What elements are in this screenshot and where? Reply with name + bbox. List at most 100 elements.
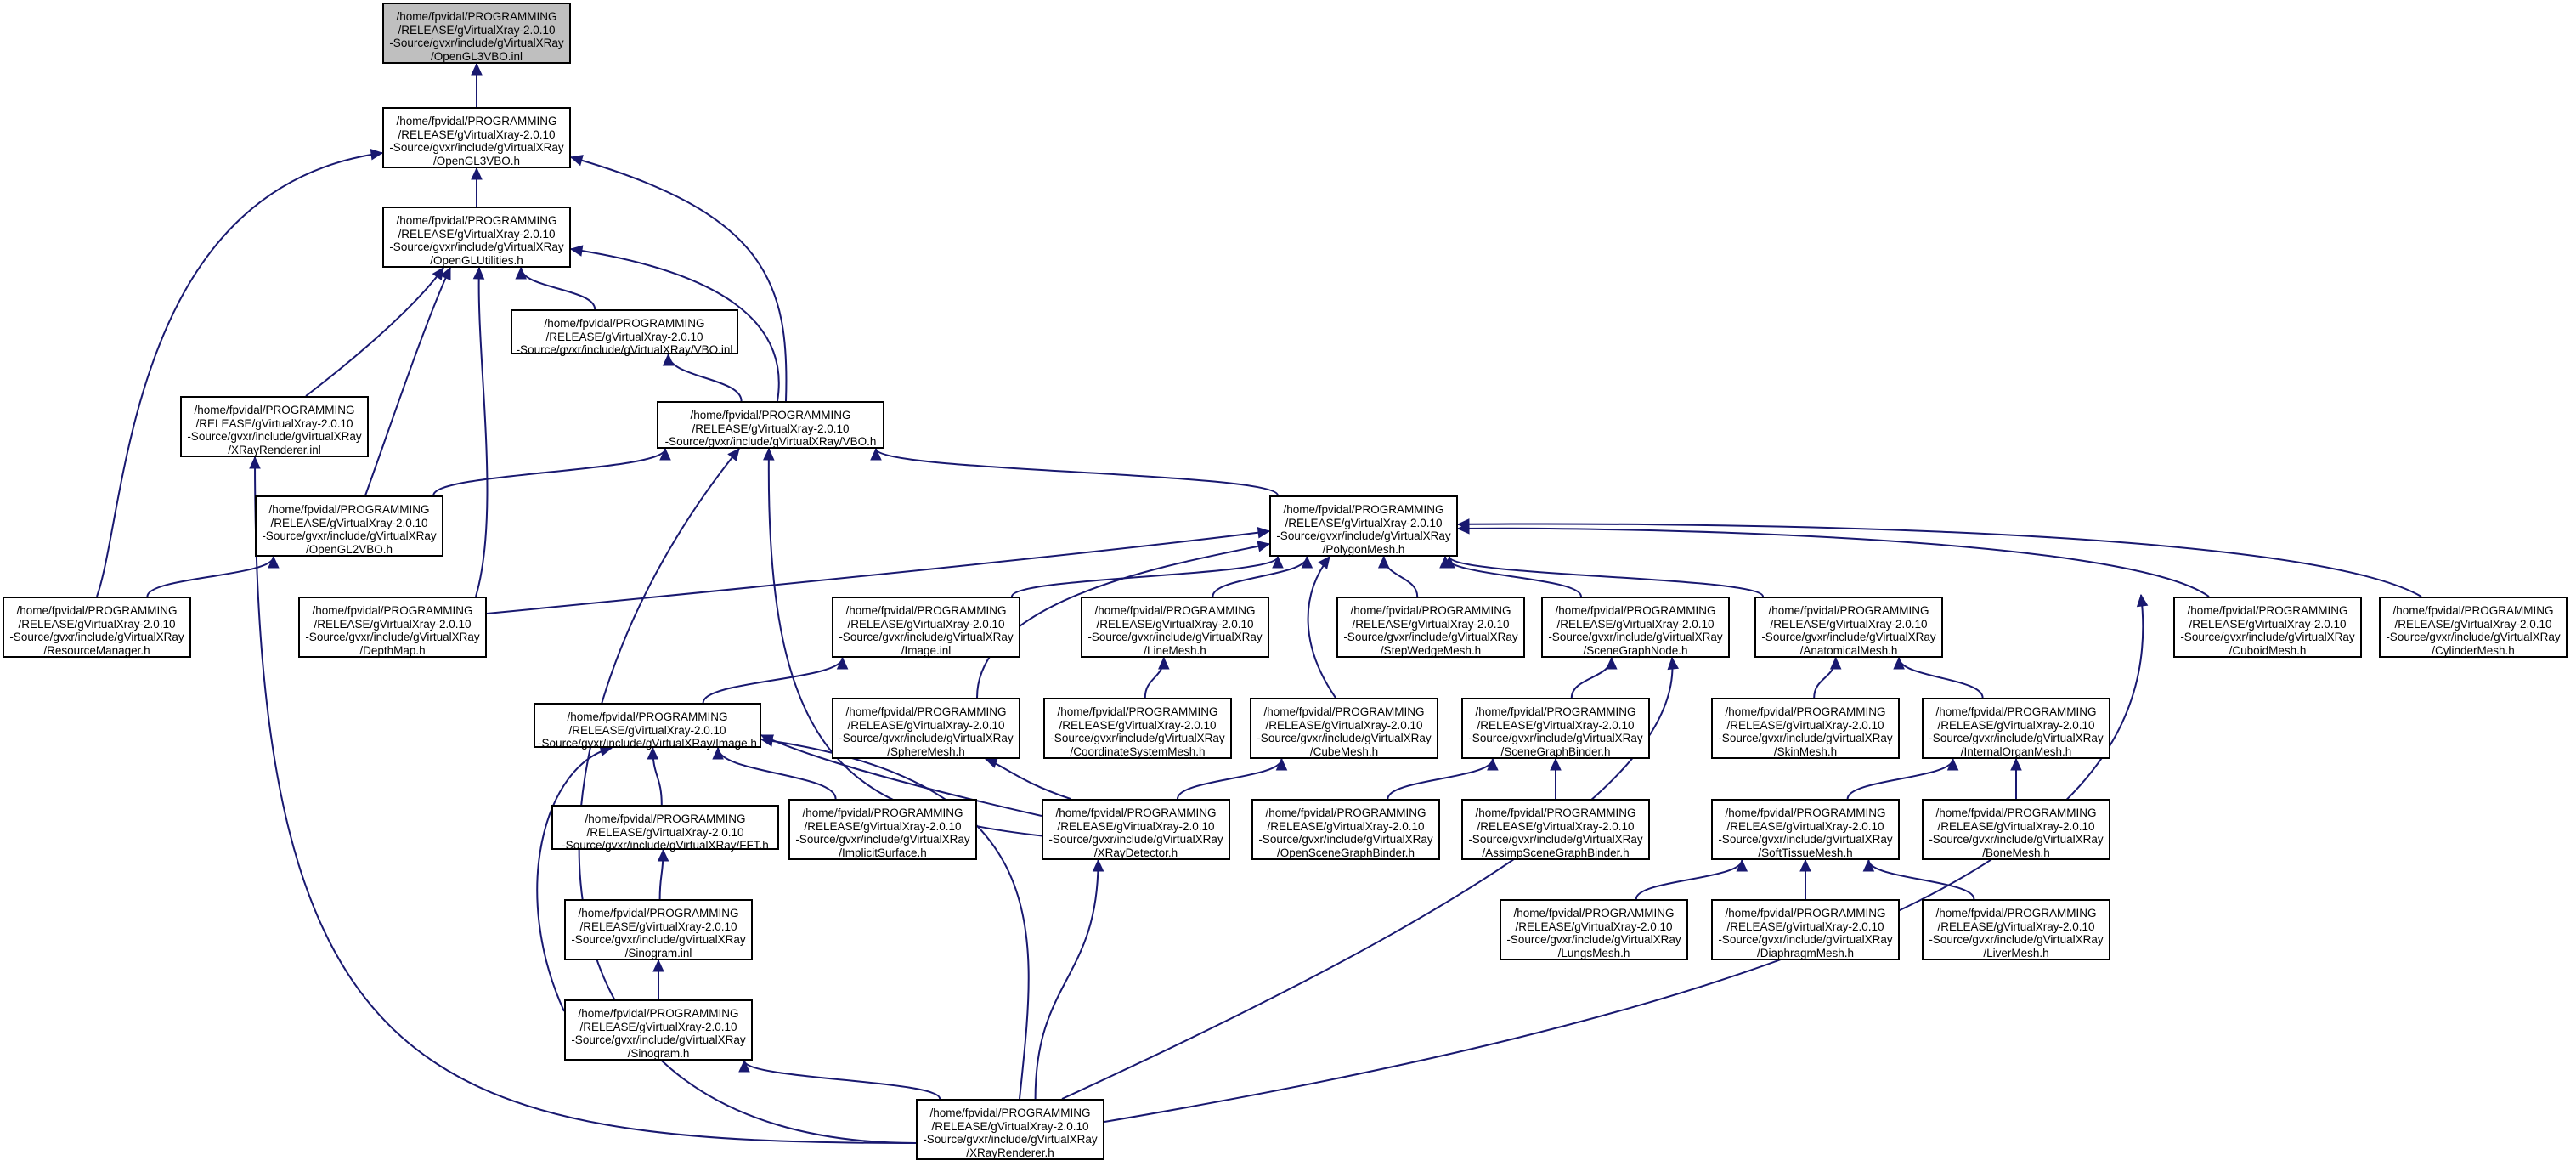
node-skinmesh-h[interactable]: /home/fpvidal/PROGRAMMING/RELEASE/gVirtu…	[1711, 698, 1900, 759]
node-implicitsurface-h[interactable]: /home/fpvidal/PROGRAMMING/RELEASE/gVirtu…	[788, 799, 977, 860]
edge-arrowhead	[440, 266, 451, 281]
node-stepwedgemesh-h[interactable]: /home/fpvidal/PROGRAMMING/RELEASE/gVirtu…	[1336, 597, 1525, 658]
node-linemesh-h[interactable]: /home/fpvidal/PROGRAMMING/RELEASE/gVirtu…	[1081, 597, 1269, 658]
node-opengl3vbo-h[interactable]: /home/fpvidal/PROGRAMMING/RELEASE/gVirtu…	[382, 107, 571, 168]
node-sinogram-h[interactable]: /home/fpvidal/PROGRAMMING/RELEASE/gVirtu…	[564, 999, 753, 1061]
edge-arrowhead	[662, 353, 675, 366]
node-bonemesh-h[interactable]: /home/fpvidal/PROGRAMMING/RELEASE/gVirtu…	[1922, 799, 2110, 860]
node-diaphragmmesh-h[interactable]: /home/fpvidal/PROGRAMMING/RELEASE/gVirtu…	[1711, 899, 1900, 960]
node-label-line: /SoftTissueMesh.h	[1758, 846, 1853, 859]
node-anatomicalmesh-h[interactable]: /home/fpvidal/PROGRAMMING/RELEASE/gVirtu…	[1754, 597, 1943, 658]
node-label-line: /home/fpvidal/PROGRAMMING	[396, 10, 557, 23]
edge-resourcemanager-h-to-opengl3vbo-h	[96, 152, 383, 597]
edge-xraydetector-h-to-image-h	[760, 734, 1042, 817]
node-image-h[interactable]: /home/fpvidal/PROGRAMMING/RELEASE/gVirtu…	[534, 703, 761, 750]
node-opengl3vbo-inl[interactable]: /home/fpvidal/PROGRAMMING/RELEASE/gVirtu…	[382, 3, 571, 64]
edge-arrowhead	[760, 735, 774, 747]
node-label-line: /home/fpvidal/PROGRAMMING	[2187, 604, 2348, 617]
node-label-line: -Source/gvxr/include/gVirtualXRay	[1468, 833, 1643, 846]
node-label-line: /RELEASE/gVirtualXray-2.0.10	[1726, 718, 1884, 732]
node-vbo-inl[interactable]: /home/fpvidal/PROGRAMMING/RELEASE/gVirtu…	[511, 309, 738, 356]
node-label-line: /RELEASE/gVirtualXray-2.0.10	[1726, 819, 1884, 833]
node-label-line: /OpenGL2VBO.h	[305, 542, 393, 556]
node-opengl2vbo-h[interactable]: /home/fpvidal/PROGRAMMING/RELEASE/gVirtu…	[255, 495, 443, 557]
node-cuboidmesh-h[interactable]: /home/fpvidal/PROGRAMMING/RELEASE/gVirtu…	[2173, 597, 2362, 658]
edge-xrayrenderer-h-to-image-h	[760, 739, 1030, 1100]
node-label-line: /home/fpvidal/PROGRAMMING	[16, 604, 178, 617]
node-depthmap-h[interactable]: /home/fpvidal/PROGRAMMING/RELEASE/gVirtu…	[298, 597, 487, 658]
node-sinogram-inl[interactable]: /home/fpvidal/PROGRAMMING/RELEASE/gVirtu…	[564, 899, 753, 960]
node-label-line: /home/fpvidal/PROGRAMMING	[268, 503, 430, 516]
node-xrayrenderer-inl[interactable]: /home/fpvidal/PROGRAMMING/RELEASE/gVirtu…	[180, 396, 369, 457]
node-label-line: /home/fpvidal/PROGRAMMING	[1350, 604, 1511, 617]
node-openglutilities-h[interactable]: /home/fpvidal/PROGRAMMING/RELEASE/gVirtu…	[382, 207, 571, 268]
edge-depthmap-h-to-polygonmesh-h	[486, 530, 1270, 614]
node-spheremesh-h[interactable]: /home/fpvidal/PROGRAMMING/RELEASE/gVirtu…	[832, 698, 1020, 759]
node-label-line: /RELEASE/gVirtualXray-2.0.10	[314, 617, 472, 631]
node-fft-h[interactable]: /home/fpvidal/PROGRAMMING/RELEASE/gVirtu…	[551, 805, 779, 852]
edge-arrowhead	[1799, 858, 1811, 872]
node-xrayrenderer-h[interactable]: /home/fpvidal/PROGRAMMING/RELEASE/gVirtu…	[916, 1099, 1104, 1160]
node-label-line: -Source/gvxr/include/gVirtualXRay	[1548, 631, 1723, 643]
node-label-line: /OpenGLUtilities.h	[430, 253, 523, 267]
edge-arrowhead	[471, 167, 483, 180]
node-label-line: /RELEASE/gVirtualXray-2.0.10	[195, 416, 353, 430]
node-internalorganmesh-h[interactable]: /home/fpvidal/PROGRAMMING/RELEASE/gVirtu…	[1922, 698, 2110, 759]
edge-image-h-to-image-inl	[702, 657, 844, 704]
node-scenegraphbinder-h[interactable]: /home/fpvidal/PROGRAMMING/RELEASE/gVirtu…	[1461, 698, 1650, 759]
node-label-line: -Source/gvxr/include/gVirtualXRay	[2180, 631, 2355, 643]
node-label-line: /RELEASE/gVirtualXray-2.0.10	[579, 1020, 737, 1033]
node-label-line: /RELEASE/gVirtualXray-2.0.10	[270, 516, 428, 529]
node-scenegraphnode-h[interactable]: /home/fpvidal/PROGRAMMING/RELEASE/gVirtu…	[1541, 597, 1730, 658]
edge-cuboidmesh-h-to-polygonmesh-h	[1457, 527, 2210, 597]
node-label-line: /RELEASE/gVirtualXray-2.0.10	[398, 23, 556, 37]
node-resourcemanager-h[interactable]: /home/fpvidal/PROGRAMMING/RELEASE/gVirtu…	[3, 597, 191, 658]
node-softtissuemesh-h[interactable]: /home/fpvidal/PROGRAMMING/RELEASE/gVirtu…	[1711, 799, 1900, 860]
node-label-line: -Source/gvxr/include/gVirtualXRay	[1929, 933, 2104, 946]
edge-arrowhead	[2010, 757, 2022, 771]
node-label-line: /home/fpvidal/PROGRAMMING	[1555, 604, 1716, 617]
node-label-line: /RELEASE/gVirtualXray-2.0.10	[1285, 516, 1443, 529]
node-label-line: /Image.inl	[901, 643, 952, 657]
node-label-line: /SkinMesh.h	[1773, 744, 1838, 758]
node-image-inl[interactable]: /home/fpvidal/PROGRAMMING/RELEASE/gVirtu…	[832, 597, 1020, 658]
node-label-line: -Source/gvxr/include/gVirtualXRay	[1276, 529, 1451, 542]
node-livermesh-h[interactable]: /home/fpvidal/PROGRAMMING/RELEASE/gVirtu…	[1922, 899, 2110, 960]
node-label-line: /OpenSceneGraphBinder.h	[1276, 846, 1415, 859]
node-xraydetector-h[interactable]: /home/fpvidal/PROGRAMMING/RELEASE/gVirtu…	[1042, 799, 1230, 860]
node-cylindermesh-h[interactable]: /home/fpvidal/PROGRAMMING/RELEASE/gVirtu…	[2379, 597, 2568, 658]
edge-scenegraphnode-h-to-polygonmesh-h	[1444, 556, 1582, 597]
node-label-line: /RELEASE/gVirtualXray-2.0.10	[931, 1119, 1089, 1133]
node-label-line: /RELEASE/gVirtualXray-2.0.10	[1352, 617, 1510, 631]
node-label-line: /RELEASE/gVirtualXray-2.0.10	[692, 422, 850, 435]
node-label-line: /CylinderMesh.h	[2432, 643, 2515, 657]
node-assimpscenegraphbinder-h[interactable]: /home/fpvidal/PROGRAMMING/RELEASE/gVirtu…	[1461, 799, 1650, 860]
edge-xrayrenderer-inl-to-openglutilities-h	[305, 267, 444, 397]
node-label-line: /RELEASE/gVirtualXray-2.0.10	[545, 330, 703, 343]
node-label-line: /SphereMesh.h	[887, 744, 965, 758]
edge-arrowhead	[1158, 656, 1170, 670]
node-label-line: /RELEASE/gVirtualXray-2.0.10	[804, 819, 962, 833]
edge-arrowhead	[1092, 858, 1104, 872]
node-label-line: -Source/gvxr/include/gVirtualXRay	[571, 933, 746, 946]
node-label-line: /home/fpvidal/PROGRAMMING	[1768, 604, 1929, 617]
edge-arrowhead	[1318, 556, 1330, 569]
node-label-line: -Source/gvxr/include/gVirtualXRay	[2386, 631, 2561, 643]
node-label-line: /RELEASE/gVirtualXray-2.0.10	[1515, 920, 1673, 933]
node-label-line: -Source/gvxr/include/gVirtualXRay	[389, 141, 564, 154]
node-vbo-h[interactable]: /home/fpvidal/PROGRAMMING/RELEASE/gVirtu…	[657, 401, 884, 449]
node-polygonmesh-h[interactable]: /home/fpvidal/PROGRAMMING/RELEASE/gVirtu…	[1269, 495, 1458, 557]
edge-arrowhead	[1257, 541, 1271, 552]
node-cubemesh-h[interactable]: /home/fpvidal/PROGRAMMING/RELEASE/gVirtu…	[1250, 698, 1438, 759]
node-label-line: -Source/gvxr/include/gVirtualXRay	[1050, 732, 1225, 744]
edge-xrayrenderer-h-to-xraydetector-h	[1034, 859, 1099, 1100]
node-lungsmesh-h[interactable]: /home/fpvidal/PROGRAMMING/RELEASE/gVirtu…	[1500, 899, 1688, 960]
node-label-line: /OpenGL3VBO.inl	[430, 49, 523, 63]
node-coordinatesystemmesh-h[interactable]: /home/fpvidal/PROGRAMMING/RELEASE/gVirtu…	[1043, 698, 1232, 759]
node-label-line: -Source/gvxr/include/gVirtualXRay	[1718, 933, 1893, 946]
node-label-line: /home/fpvidal/PROGRAMMING	[396, 214, 557, 227]
node-label-line: /RELEASE/gVirtualXray-2.0.10	[1059, 718, 1217, 732]
edge-skinmesh-h-to-anatomicalmesh-h	[1813, 657, 1837, 699]
edge-arrowhead	[1275, 757, 1288, 771]
node-openscenegraphbinder-h[interactable]: /home/fpvidal/PROGRAMMING/RELEASE/gVirtu…	[1251, 799, 1440, 860]
